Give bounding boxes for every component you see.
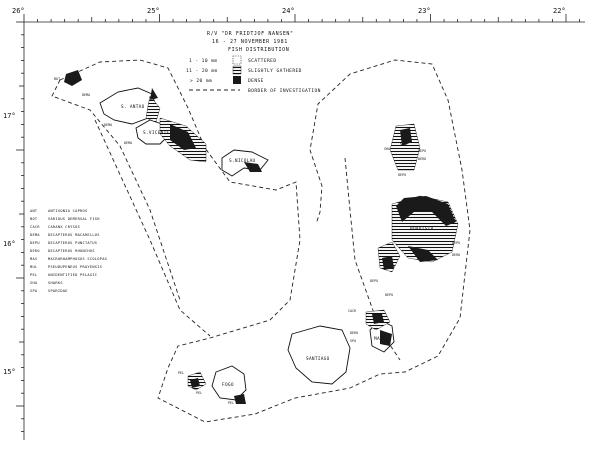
legend-range-slight: 11 - 20 mm [186,68,218,74]
abbreviation-name: DECAPTERUS MACARELLUS [48,233,100,237]
legend-label-slight: SLIGHTLY GATHERED [248,68,302,74]
longitude-label-25: 25° [147,7,160,15]
legend-swatch-dense [233,76,241,84]
abbreviation-name: DECAPTERUS PUNCTATUS [48,241,97,245]
patch-boavista-west-dense [382,256,394,270]
species-tag: DEPU [452,241,460,245]
latitude-label-17: 17° [3,112,16,120]
abbreviation-code: DERO [30,249,40,253]
species-tag: DEMA [104,123,112,127]
label-fogo: FOGO [222,382,234,388]
title-block: R/V "DR FRIDTJOF NANSEN" 16 - 27 NOVEMBE… [207,31,294,53]
patch-santo-antao-east [145,95,161,123]
left-graticule-ticks [16,21,24,433]
legend-range-dense: > 20 mm [190,78,212,84]
abbreviation-code: MUL [30,265,37,269]
species-tag: DEPU [370,279,378,283]
border-inner-west [94,119,211,337]
label-maio: MAIO [374,336,386,342]
abbreviation-name: UNIDENTIFIED PELAGIC [48,273,97,277]
abbreviation-name: MACRORHAMPHOSUS SCOLOPAX [48,257,108,261]
title-subtitle: FISH DISTRIBUTION [228,47,289,53]
longitude-label-26: 26° [12,7,25,15]
label-santiago: SANTIAGO [306,356,330,362]
legend: 1 - 10 mm SCATTERED 11 - 20 mm SLIGHTLY … [186,55,321,94]
abbreviation-name: VARIOUS DEMERSAL FISH [48,217,100,221]
legend-range-scattered: 1 - 10 mm [189,58,218,64]
patch-maio-south [380,330,392,346]
species-tag: BOT [54,77,60,81]
abbreviation-code: SHA [30,281,38,285]
species-tag: PEL [228,401,234,405]
label-boavista: BOAVISTA [410,226,434,232]
species-tag: PEL [178,371,184,375]
abbreviation-key: ANT ANTIGONIA CAPROS BOT VARIOUS DEMERSAL F… [30,209,108,293]
title-vessel: R/V "DR FRIDTJOF NANSEN" [207,31,294,37]
map-frame [16,14,585,440]
abbreviation-name: ANTIGONIA CAPROS [48,209,87,213]
species-tag: DEPU [385,293,393,297]
species-tag: DERO [418,157,426,161]
legend-label-dense: DENSE [248,78,264,84]
abbreviation-code: MAS [30,257,37,261]
legend-swatch-scattered [232,55,242,65]
abbreviation-code: PEL [30,273,37,277]
species-tag: DERO [350,331,358,335]
patch-sal [389,123,421,171]
species-tag: DERO [452,253,460,257]
abbreviation-code: DEPU [30,241,40,245]
species-tag: DEMA [82,93,90,97]
species-tag: DEPU [418,149,426,153]
longitude-label-24: 24° [282,7,295,15]
abbreviation-name: PSEUDUPENEUS PRAYENSIS [48,265,102,269]
species-tag: PEL [196,391,202,395]
abbreviation-name: DECAPTERUS RHONCHUS [48,249,95,253]
abbreviation-name: SPARIDAE [48,289,68,293]
species-tag: CACR [348,309,357,313]
abbreviation-name: SHARKS [48,281,63,285]
abbreviation-code: CACR [30,225,40,229]
legend-label-scattered: SCATTERED [248,58,277,64]
label-sao-nicolau: S.NICOLAU [229,158,256,164]
title-dates: 16 - 27 NOVEMBER 1981 [212,39,288,45]
patch-boavista-south [408,246,438,262]
patch-sao-vicente-dense [170,124,196,150]
longitude-label-22: 22° [553,7,566,15]
patch-fogo-south [234,394,246,404]
patch-bot-northwest [64,70,82,86]
abbreviation-code: BOT [30,217,38,221]
border-west-arm [51,79,181,301]
patch-maio-north-dense [372,314,384,324]
label-santo-antao: S. ANTAO [121,104,145,110]
species-tag: SPA [350,339,356,343]
longitude-label-23: 23° [418,7,431,15]
island-santiago [287,325,351,385]
latitude-label-15: 15° [3,368,16,376]
legend-swatch-slight [232,65,242,75]
abbreviation-code: DEMA [30,233,40,237]
label-sal: SAL [400,142,409,148]
survey-border [51,59,471,423]
patch-sal-dense [400,128,412,146]
abbreviation-name: CARANX CRYSOS [48,225,80,229]
island-labels: S. ANTAO S.VICENTE S.NICOLAU SAL BOAVIST… [121,104,434,388]
species-tag: SHA [384,147,390,151]
species-tag: DEPU [398,173,406,177]
legend-border-label: BORDER OF INVESTIGATION [248,88,321,94]
top-graticule-ticks [23,14,580,22]
fish-patches [64,70,459,404]
species-tag: DEMA [124,141,132,145]
latitude-label-16: 16° [3,240,16,248]
abbreviation-code: ANT [30,209,38,213]
patch-fogo-west-dense [190,378,200,388]
patch-sao-nicolau [244,162,262,172]
label-sao-vicente: S.VICENTE [143,130,170,136]
abbreviation-code: SPA [30,289,38,293]
patch-boavista-dense [396,196,456,226]
patch-santo-antao-dense [150,88,158,100]
species-tags: BOT DEMA DEMA DEMA SHA DEPU DERO DEPU DE… [54,77,460,405]
